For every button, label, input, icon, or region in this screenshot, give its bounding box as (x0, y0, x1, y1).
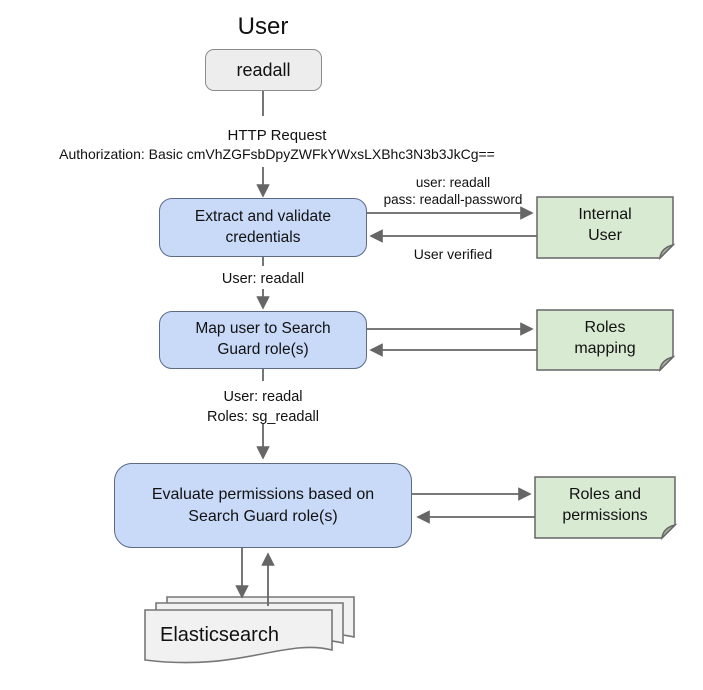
http-request-authorization: Authorization: Basic cmVhZGFsbDpyZWFkYWx… (59, 145, 495, 162)
internal-user-line1: Internal (578, 206, 632, 224)
internal-user-line2: User (588, 227, 622, 244)
connectors (235, 91, 537, 606)
credentials-pass: pass: readall-password (383, 191, 523, 207)
extract-line1: Extract and validate (194, 207, 332, 225)
note-roles-mapping-fold-icon (659, 355, 676, 373)
map-user-line2: Guard role(s) (217, 341, 309, 358)
roles-mapping-line1: Roles (584, 318, 626, 336)
edge-label-credentials-sent: user: readall pass: readall-password (375, 175, 531, 209)
http-request-title: HTTP Request (227, 127, 327, 144)
node-user-readall: readall (205, 49, 322, 91)
node-user-readall-label: readall (236, 59, 291, 80)
edge-label-user-readall: User: readall (221, 271, 305, 287)
node-map-user-to-roles: Map user to Search Guard role(s) (159, 311, 367, 369)
edge-label-http-request: HTTP Request Authorization: Basic cmVhZG… (7, 127, 547, 163)
after-mapping-user: User: readal (223, 389, 303, 405)
node-elasticsearch-label: Elasticsearch (160, 624, 279, 646)
edge-label-after-mapping: User: readal Roles: sg_readall (168, 388, 358, 427)
map-user-line1: Map user to Search (195, 320, 331, 338)
roles-permissions-line1: Roles and (568, 486, 642, 504)
node-extract-validate-credentials: Extract and validate credentials (159, 198, 367, 257)
note-internal-user-fold-icon (659, 243, 676, 261)
elasticsearch-document-stack (144, 596, 355, 664)
edge-label-user-verified: User verified (413, 246, 493, 262)
roles-permissions-line2: permissions (562, 507, 648, 524)
note-roles-permissions-fold-icon (661, 523, 678, 541)
evaluate-line1: Evaluate permissions based on (151, 485, 375, 503)
after-mapping-roles: Roles: sg_readall (206, 408, 320, 425)
node-evaluate-permissions: Evaluate permissions based on Search Gua… (114, 463, 412, 548)
node-roles-permissions-label: Roles and permissions (535, 477, 675, 535)
credentials-user: user: readall (415, 175, 491, 190)
diagram-title: User (237, 13, 289, 40)
document-sheet-front (144, 609, 333, 664)
node-internal-user-label: Internal User (537, 197, 673, 255)
extract-line2: credentials (225, 228, 301, 246)
node-roles-mapping-label: Roles mapping (537, 310, 673, 367)
roles-mapping-line2: mapping (574, 339, 636, 357)
note-shapes (534, 196, 678, 541)
evaluate-line2: Search Guard role(s) (188, 507, 338, 525)
